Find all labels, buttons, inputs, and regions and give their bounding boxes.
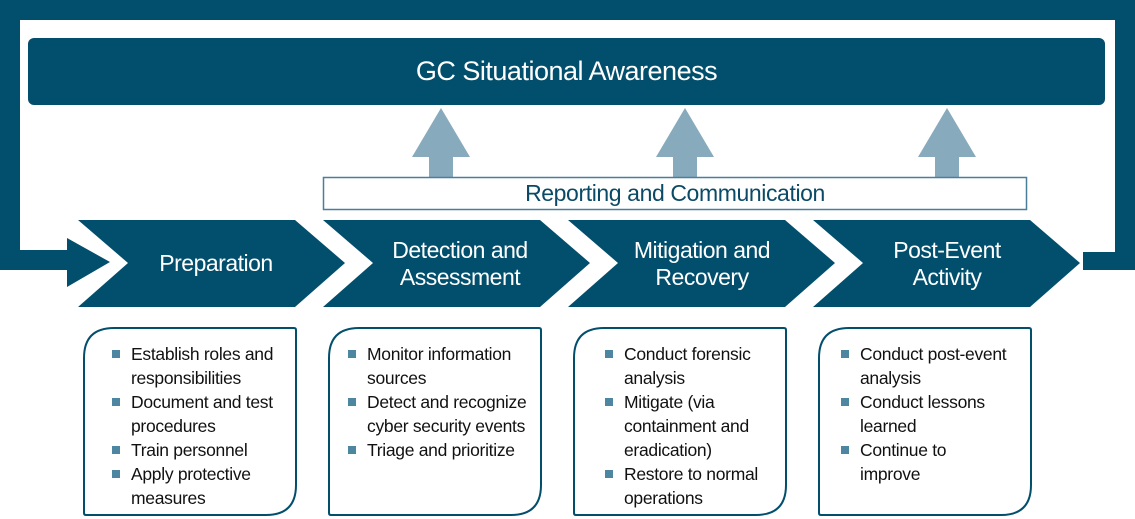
box-outline (573, 327, 787, 516)
reporting-label: Reporting and Communication (525, 180, 825, 206)
chevron-detection (323, 220, 590, 307)
list-item: Detect and recognize cyber security even… (347, 390, 547, 438)
phase-label-detection: Detection and Assessment (392, 236, 528, 290)
box-outline (328, 327, 542, 516)
up-arrow-icon (656, 108, 714, 177)
box-outline (83, 327, 297, 516)
list-item: Establish roles and responsibilities (111, 342, 291, 390)
list-item: Conduct post-event analysis (840, 342, 1025, 390)
chevron-preparation (78, 220, 345, 307)
list-item: Apply protective measures (111, 462, 291, 510)
reporting-box (322, 176, 1028, 211)
banner-bg (28, 38, 1105, 105)
list-item: Continue to improve (840, 438, 970, 486)
preparation-tasks: Establish roles and responsibilities Doc… (84, 327, 297, 516)
list-item: Conduct lessons learned (840, 390, 1010, 438)
chevron-post-event (813, 220, 1080, 307)
list-item: Monitor information sources (347, 342, 547, 390)
box-outline (818, 327, 1032, 516)
list-item: Document and test procedures (111, 390, 291, 438)
post-event-tasks: Conduct post-event analysis Conduct less… (819, 327, 1032, 516)
detection-tasks: Monitor information sources Detect and r… (329, 327, 542, 516)
list-item: Mitigate (via containment and eradicatio… (604, 390, 764, 462)
phase-label-post-event: Post-Event Activity (893, 236, 1001, 290)
list-item: Conduct forensic analysis (604, 342, 769, 390)
phase-label-preparation: Preparation (159, 250, 273, 276)
chevron-mitigation (568, 220, 835, 307)
list-item: Restore to normal operations (604, 462, 774, 510)
up-arrow-icon (918, 108, 976, 177)
up-arrow-icon (412, 108, 470, 177)
phase-label-mitigation: Mitigation and Recovery (633, 236, 771, 290)
mitigation-tasks: Conduct forensic analysis Mitigate (via … (574, 327, 787, 516)
list-item: Triage and prioritize (347, 438, 547, 462)
banner-title: GC Situational Awareness (415, 56, 718, 86)
list-item: Train personnel (111, 438, 291, 462)
